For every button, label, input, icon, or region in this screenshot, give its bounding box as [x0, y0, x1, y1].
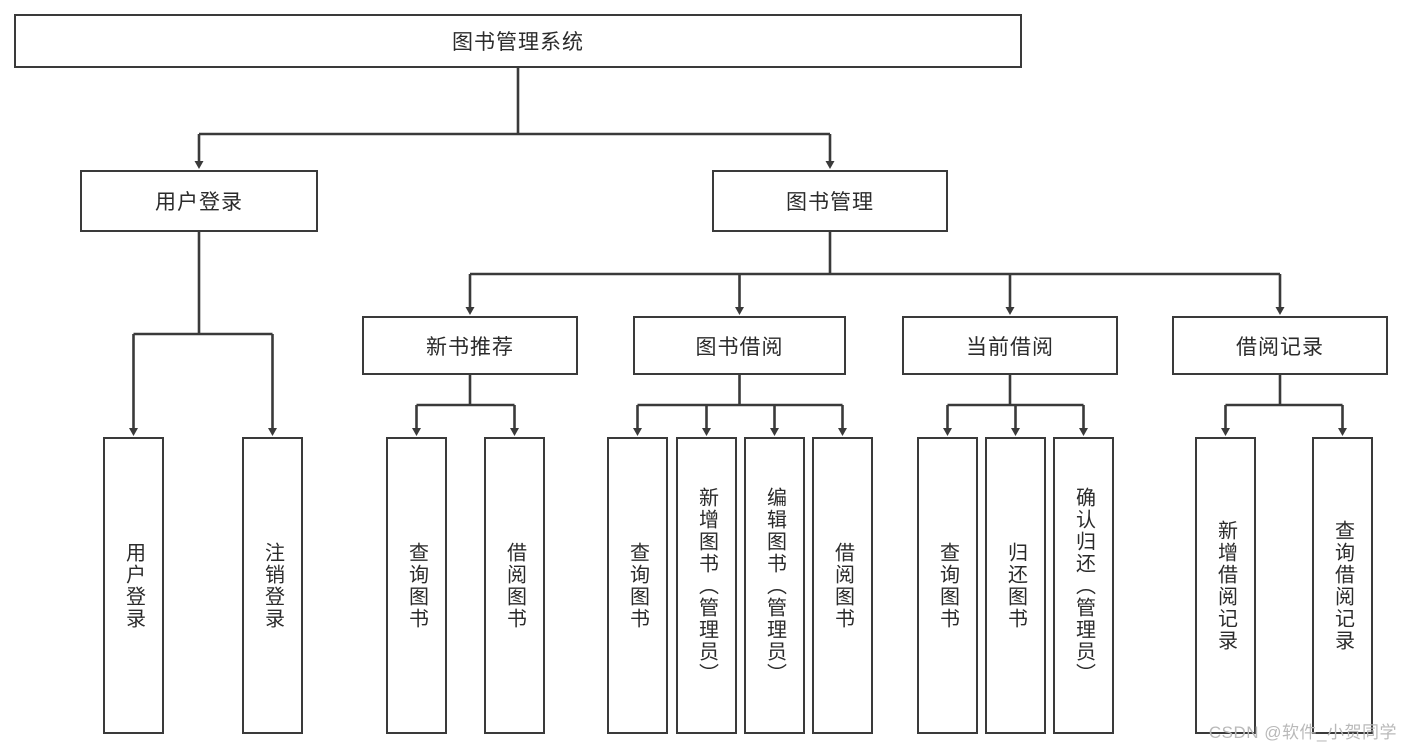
node-leaf-confirm-return[interactable]: 确认归还（管理员）	[1053, 437, 1114, 734]
node-leaf-edit-book[interactable]: 编辑图书（管理员）	[744, 437, 805, 734]
node-label: 当前借阅	[966, 335, 1054, 359]
node-leaf-add-borrow-record[interactable]: 新增借阅记录	[1195, 437, 1256, 734]
node-label: 编辑图书（管理员）	[763, 486, 786, 685]
node-label: 确认归还（管理员）	[1072, 486, 1095, 685]
node-leaf-query-book-borrow[interactable]: 查询图书	[607, 437, 668, 734]
node-label: 图书管理系统	[452, 31, 584, 54]
node-label: 查询借阅记录	[1331, 519, 1354, 652]
node-current-borrow[interactable]: 当前借阅	[902, 316, 1118, 375]
node-leaf-query-borrow-record[interactable]: 查询借阅记录	[1312, 437, 1373, 734]
node-label: 新书推荐	[426, 335, 514, 359]
node-leaf-logout[interactable]: 注销登录	[242, 437, 303, 734]
node-label: 借阅记录	[1236, 335, 1324, 359]
node-label: 查询图书	[936, 541, 959, 630]
node-leaf-borrow-book-recommend[interactable]: 借阅图书	[484, 437, 545, 734]
node-leaf-add-book[interactable]: 新增图书（管理员）	[676, 437, 737, 734]
node-label: 归还图书	[1004, 541, 1027, 630]
node-leaf-query-book-current[interactable]: 查询图书	[917, 437, 978, 734]
node-label: 用户登录	[155, 191, 243, 214]
node-label: 查询图书	[626, 541, 649, 630]
node-leaf-return-book[interactable]: 归还图书	[985, 437, 1046, 734]
node-leaf-query-book-recommend[interactable]: 查询图书	[386, 437, 447, 734]
node-new-book-recommend[interactable]: 新书推荐	[362, 316, 578, 375]
node-label: 新增借阅记录	[1214, 519, 1237, 652]
watermark-label: CSDN @软件_小贺同学	[1208, 723, 1397, 742]
node-label: 用户登录	[122, 541, 145, 630]
node-label: 借阅图书	[831, 541, 854, 630]
node-label: 注销登录	[261, 541, 284, 630]
node-label: 新增图书（管理员）	[695, 486, 718, 685]
node-borrow-record[interactable]: 借阅记录	[1172, 316, 1388, 375]
node-label: 图书借阅	[695, 335, 784, 359]
node-book-management[interactable]: 图书管理	[712, 170, 948, 232]
node-root[interactable]: 图书管理系统	[14, 14, 1022, 68]
node-label: 借阅图书	[503, 541, 526, 630]
node-book-borrow[interactable]: 图书借阅	[633, 316, 846, 375]
node-leaf-borrow-book[interactable]: 借阅图书	[812, 437, 873, 734]
node-leaf-user-login[interactable]: 用户登录	[103, 437, 164, 734]
node-label: 图书管理	[786, 191, 874, 214]
node-label: 查询图书	[405, 541, 428, 630]
node-user-login[interactable]: 用户登录	[80, 170, 318, 232]
